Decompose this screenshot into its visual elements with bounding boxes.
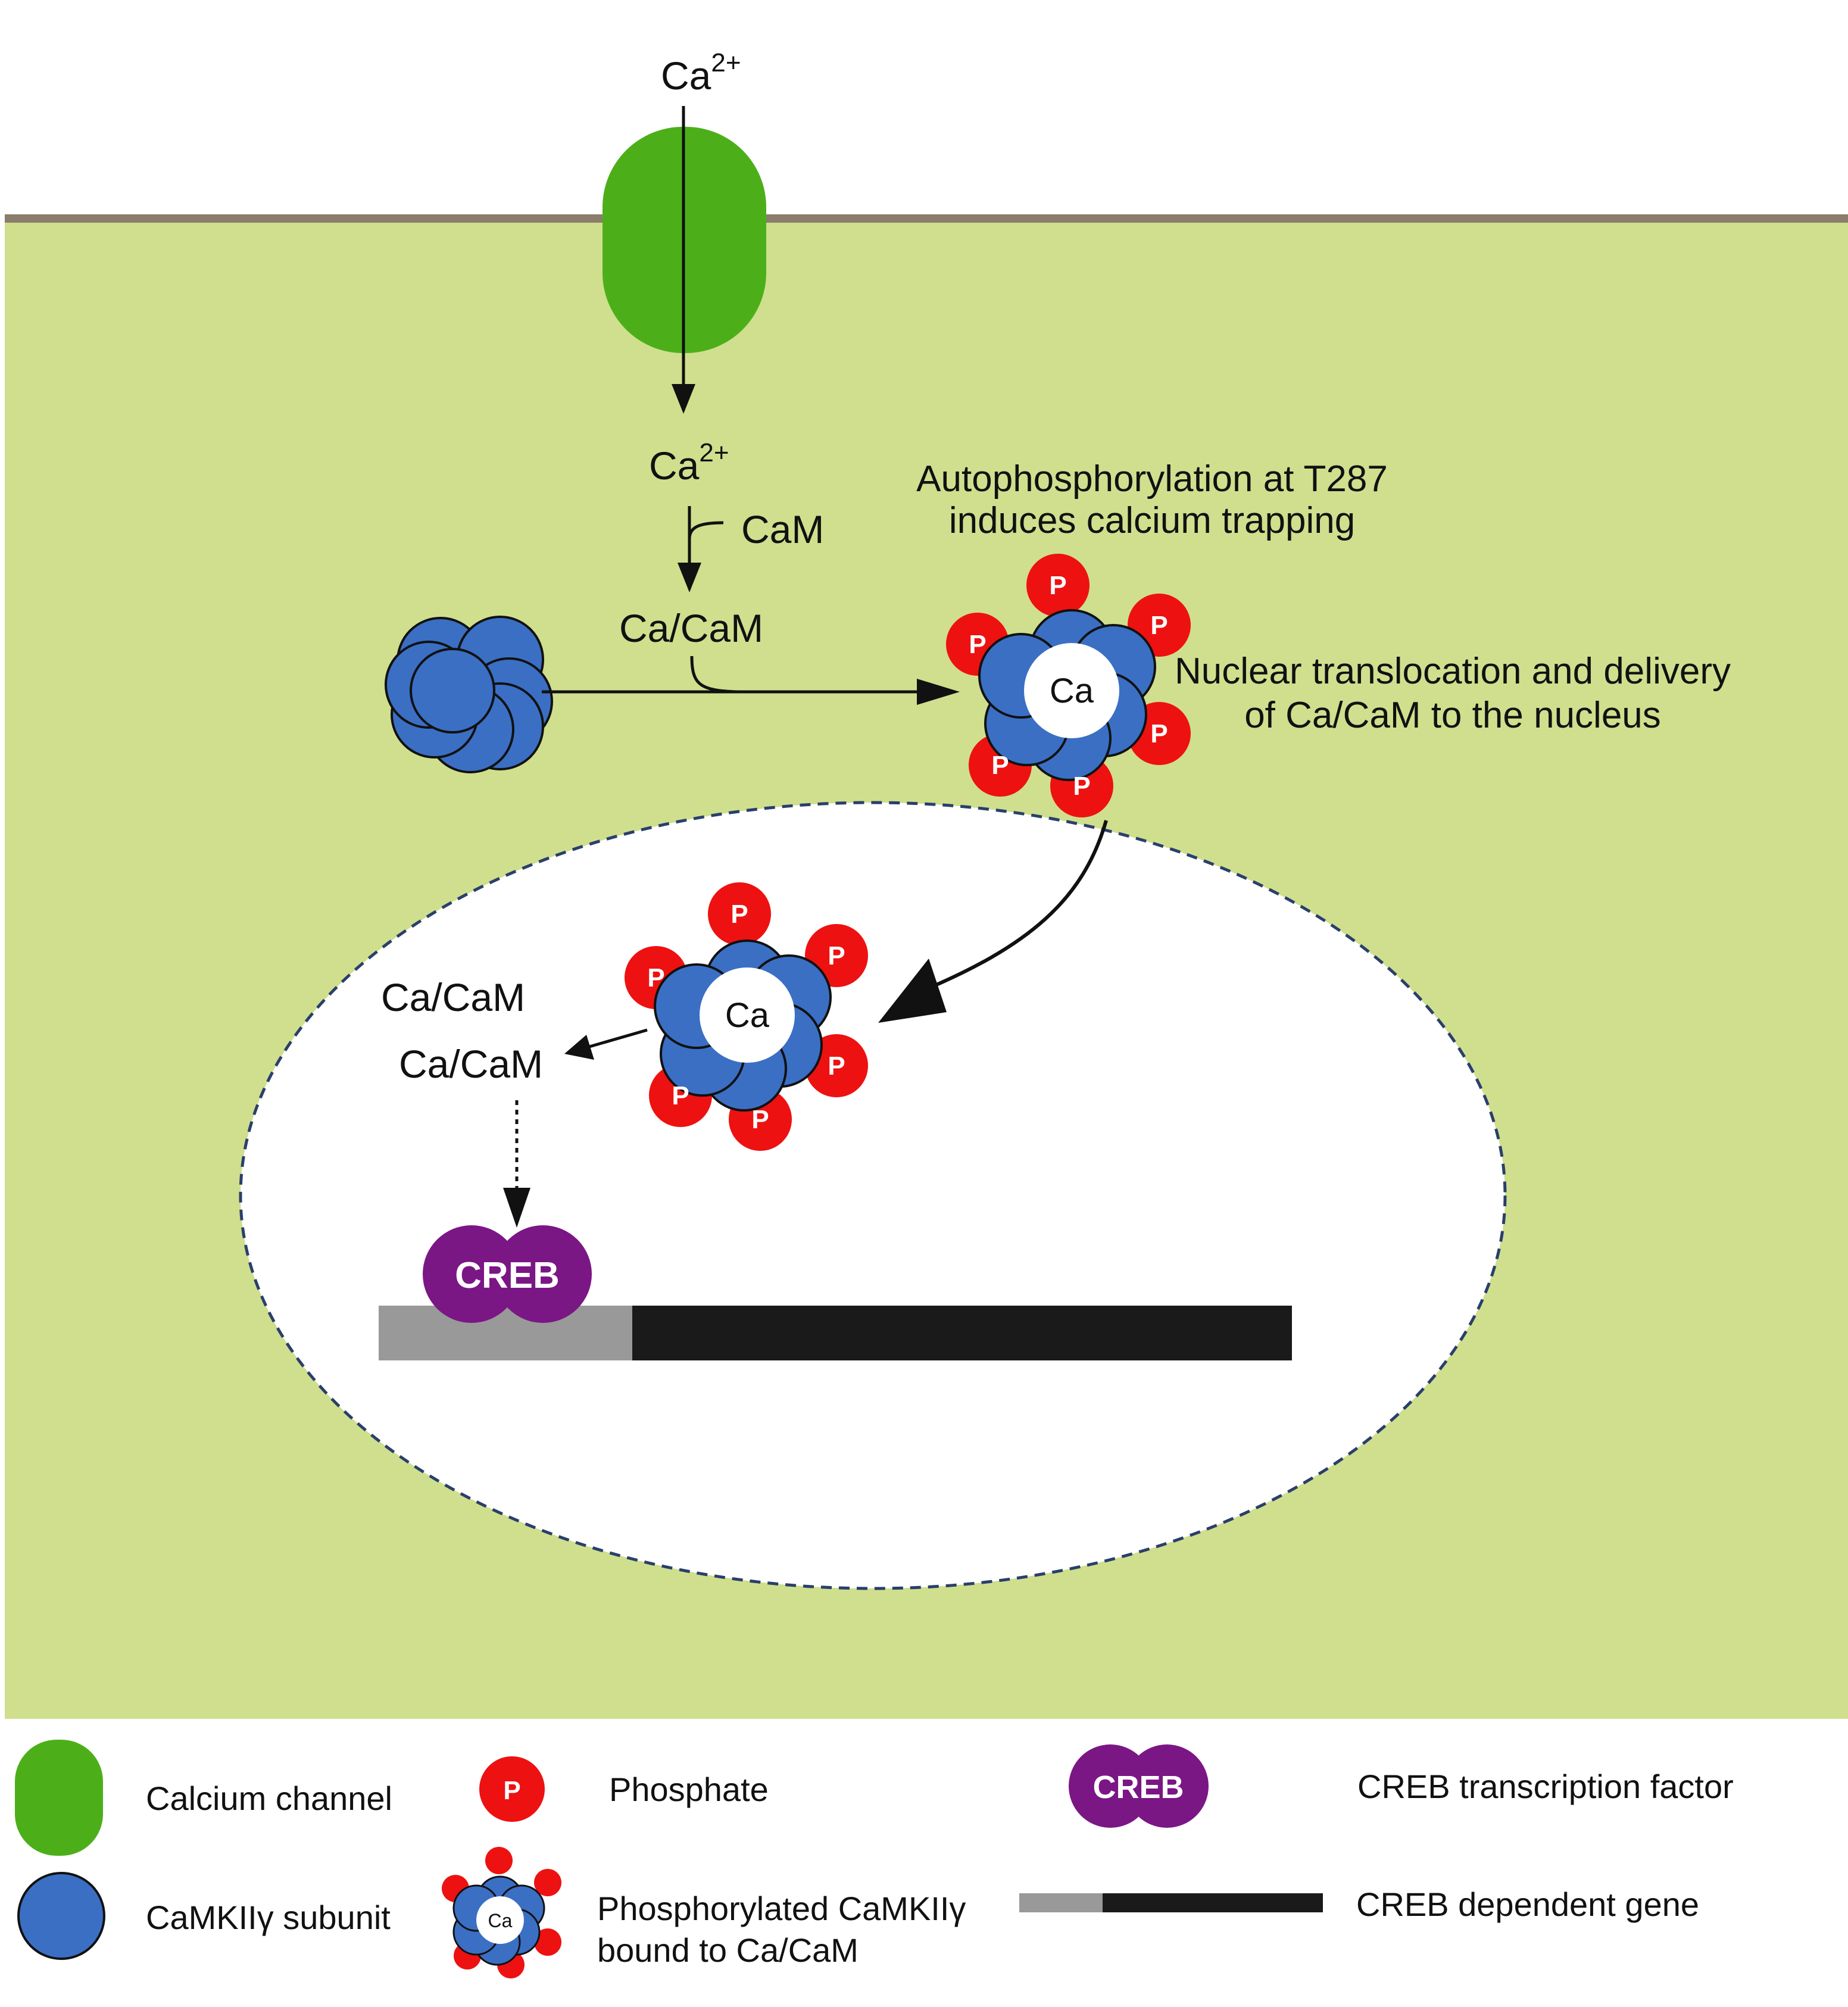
autophosphorylation-label-line2: induces calcium trapping	[949, 500, 1355, 541]
cacam-release-arrow	[589, 1028, 648, 1048]
nuclear-import-arrowhead	[878, 959, 947, 1023]
legend-phosphate: Phosphate	[609, 1771, 769, 1808]
svg-text:P: P	[969, 630, 986, 659]
svg-text:P: P	[731, 900, 748, 929]
svg-text:P: P	[503, 1776, 520, 1805]
ca-ion-intracellular-label: Ca2+	[649, 438, 729, 488]
nuclear-translocation-label-line1: Nuclear translocation and delivery	[1175, 651, 1731, 692]
camkii-holoenzyme	[385, 616, 553, 773]
gene-body	[632, 1306, 1292, 1360]
nuclear-import-arrow	[916, 820, 1108, 995]
svg-text:P: P	[1073, 772, 1090, 801]
svg-text:P: P	[751, 1105, 769, 1134]
svg-text:P: P	[991, 751, 1009, 780]
cacam-joining-curve	[690, 656, 739, 694]
cell-membrane	[5, 214, 1848, 223]
legend-phosphorylated-complex-symbol: Ca	[442, 1847, 561, 1978]
svg-text:P: P	[1150, 719, 1168, 748]
svg-text:P: P	[828, 941, 845, 970]
phosphate-labels: P P P P P P	[969, 571, 1168, 801]
svg-text:Ca: Ca	[725, 996, 770, 1035]
svg-text:P: P	[672, 1081, 689, 1110]
svg-text:P: P	[647, 963, 664, 992]
released-cacam-label-1: Ca/CaM	[381, 975, 525, 1019]
legend-phosphate-symbol	[479, 1756, 545, 1822]
nuclear-phosphorylated-camkii-complex: Ca P P P P P P	[625, 882, 868, 1151]
legend-phosphorylated-camkii-line2: bound to Ca/CaM	[597, 1931, 859, 1969]
nucleus	[239, 801, 1507, 1590]
ca-cam-label: Ca/CaM	[619, 606, 763, 650]
cacam-release-arrowhead	[564, 1035, 594, 1060]
legend-phosphorylated-camkii-line1: Phosphorylated CaMKIIγ	[597, 1890, 966, 1927]
nuclear-translocation-label-line2: of Ca/CaM to the nucleus	[1244, 695, 1661, 736]
legend-gene-body	[1103, 1893, 1323, 1912]
calcium-core	[1024, 643, 1119, 738]
legend-creb-dependent-gene: CREB dependent gene	[1356, 1886, 1699, 1923]
creb-transcription-factor	[423, 1225, 592, 1323]
svg-text:P: P	[1049, 571, 1066, 600]
legend: Calcium channel P Phosphate CREB CREB tr…	[15, 1740, 1734, 1978]
cam-label: CaM	[741, 507, 824, 551]
svg-text:P: P	[1150, 611, 1168, 640]
autophosphorylation-label-line1: Autophosphorylation at T287	[916, 458, 1388, 500]
gene-promoter	[379, 1306, 635, 1360]
legend-creb-symbol	[1069, 1744, 1209, 1828]
phosphorylated-camkii-complex: Ca P P P P P P	[946, 554, 1191, 817]
legend-calcium-channel: Calcium channel	[146, 1780, 392, 1817]
legend-creb-transcription-factor: CREB transcription factor	[1357, 1768, 1734, 1805]
released-cacam-label-2: Ca/CaM	[399, 1042, 543, 1086]
svg-text:P: P	[828, 1051, 845, 1081]
legend-subunit-symbol	[17, 1872, 105, 1960]
svg-text:Ca: Ca	[488, 1910, 513, 1931]
activation-arrowhead	[917, 679, 960, 705]
legend-gene-promoter	[1019, 1893, 1104, 1912]
creb-activation-arrowhead	[503, 1188, 530, 1228]
calcium-core-label: Ca	[1050, 672, 1094, 710]
legend-channel-symbol	[15, 1740, 103, 1856]
legend-camkii-subunit: CaMKIIγ subunit	[146, 1899, 391, 1936]
ca-ion-extracellular-label: Ca2+	[661, 48, 741, 98]
creb-label: CREB	[455, 1255, 560, 1296]
svg-text:CREB: CREB	[1092, 1769, 1184, 1805]
